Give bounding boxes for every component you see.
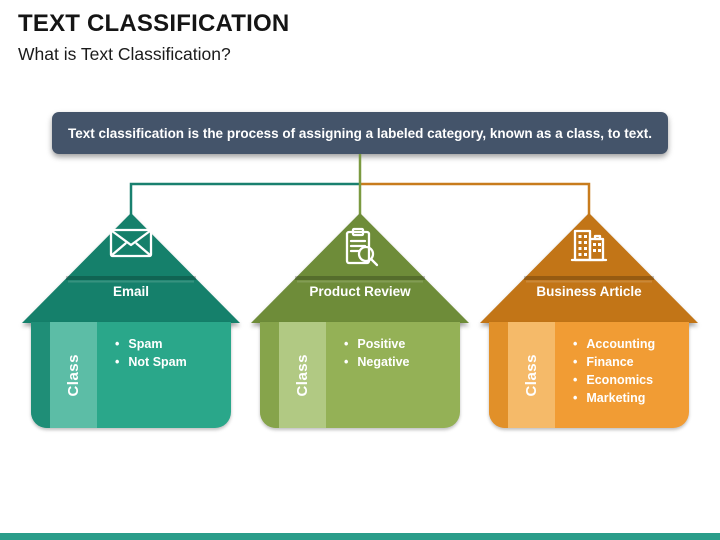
office-buildings-icon <box>566 227 612 270</box>
class-band: Class <box>279 322 326 428</box>
category-house-product-review: Product Review Class Positive Negative <box>250 210 470 438</box>
class-item: Marketing <box>573 389 655 407</box>
class-item: Finance <box>573 353 655 371</box>
connector-right <box>360 182 591 218</box>
class-band: Class <box>50 322 97 428</box>
class-item: Negative <box>344 353 409 371</box>
class-label: Class <box>523 353 540 397</box>
class-item: Positive <box>344 335 410 353</box>
body-edge-strip <box>31 322 50 428</box>
body-edge-strip <box>489 322 508 428</box>
class-band: Class <box>508 322 555 428</box>
class-items: Spam Not Spam <box>115 335 187 371</box>
house-body: Class Positive Negative <box>260 322 460 428</box>
house-label: Email <box>112 284 150 299</box>
definition-banner: Text classification is the process of as… <box>52 112 668 154</box>
class-item: Economics <box>573 371 655 389</box>
house-roof <box>251 213 469 323</box>
house-label: Product Review <box>309 284 411 299</box>
page-subtitle: What is Text Classification? <box>18 44 231 64</box>
footer-bar <box>0 533 720 540</box>
category-house-business-article: Business Article Class Accounting Financ… <box>479 210 699 438</box>
house-roof <box>22 213 240 323</box>
class-label: Class <box>65 353 82 397</box>
clipboard-magnifier-icon <box>340 227 380 274</box>
envelope-icon <box>108 227 154 264</box>
class-items: Accounting Finance Economics Marketing <box>573 335 655 407</box>
house-body: Class Accounting Finance Economics Marke… <box>489 322 689 428</box>
category-house-email: Email Class Spam Not Spam <box>21 210 241 438</box>
house-label: Business Article <box>536 284 642 299</box>
class-label: Class <box>294 353 311 397</box>
house-body: Class Spam Not Spam <box>31 322 231 428</box>
class-item: Accounting <box>573 335 655 353</box>
class-items: Positive Negative <box>344 335 410 371</box>
definition-text: Text classification is the process of as… <box>68 125 652 141</box>
house-roof <box>480 213 698 323</box>
connector-left <box>129 182 360 218</box>
class-item: Spam <box>115 335 187 353</box>
class-item: Not Spam <box>115 353 186 371</box>
body-edge-strip <box>260 322 279 428</box>
page-title: TEXT CLASSIFICATION <box>18 10 290 37</box>
